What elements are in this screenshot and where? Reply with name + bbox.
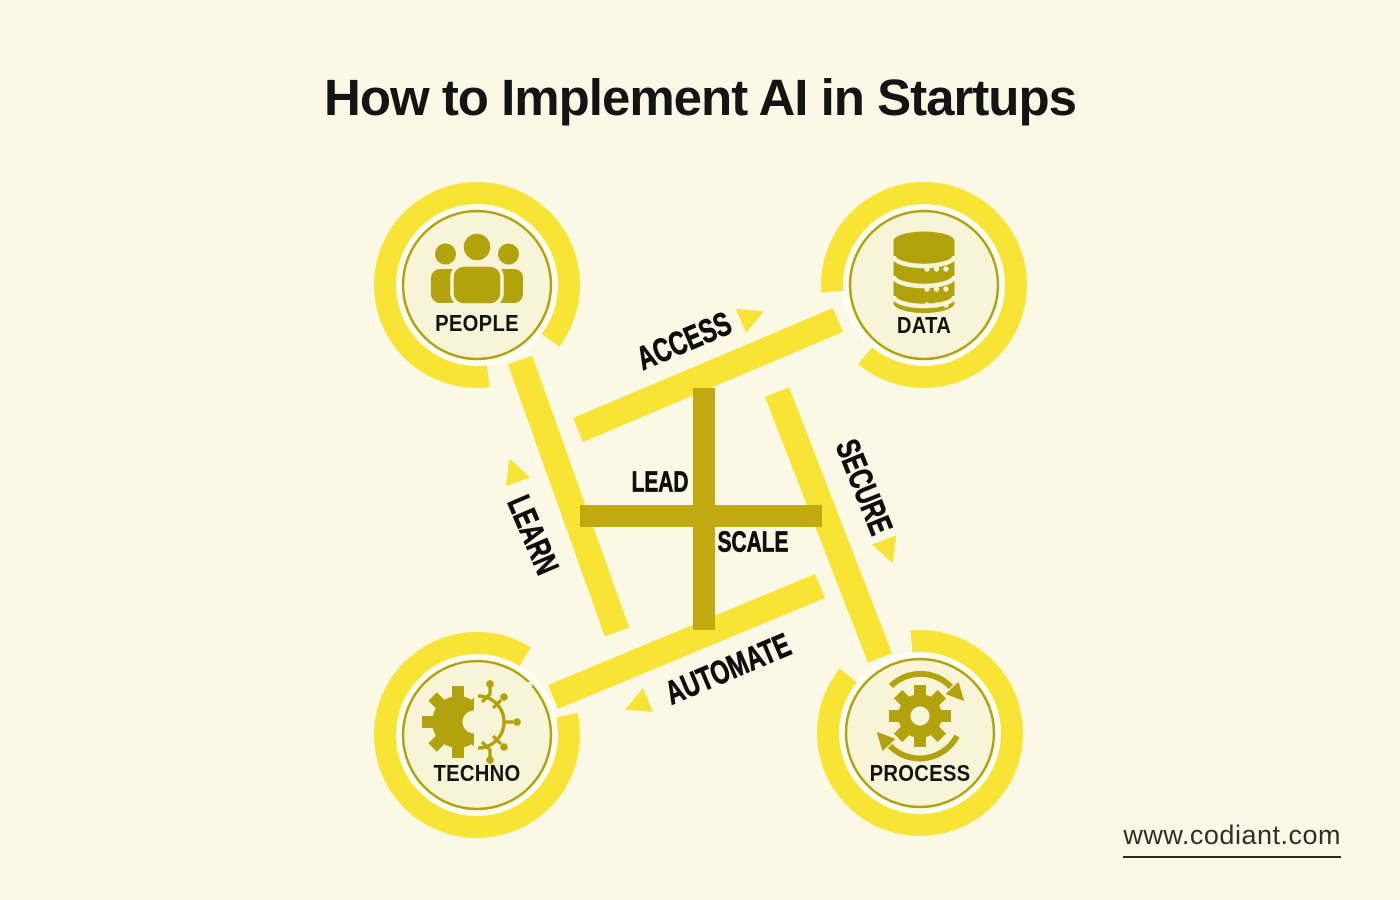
lead-scale-cross-icon — [580, 388, 822, 630]
center-label-lead: LEAD — [631, 466, 689, 499]
node-techno — [374, 632, 580, 838]
secure-connector-line — [764, 387, 893, 663]
secure-arrow-icon — [871, 535, 897, 564]
website-link[interactable]: www.codiant.com — [1123, 820, 1341, 858]
node-label-data: DATA — [896, 312, 952, 338]
center-label-scale: SCALE — [717, 526, 789, 559]
node-label-process: PROCESS — [869, 760, 971, 786]
gear-circuit-icon — [422, 680, 532, 764]
access-arrow-icon — [735, 309, 765, 333]
process-ring — [817, 630, 1023, 836]
page-title: How to Implement AI in Startups — [324, 69, 1077, 126]
automate-arrow-icon — [624, 688, 654, 712]
access-connector-line — [572, 308, 844, 442]
people-ring — [374, 182, 580, 388]
node-people — [374, 182, 580, 388]
techno-ring — [374, 632, 580, 838]
automate-connector-line — [548, 573, 825, 710]
people-group-icon — [431, 230, 523, 307]
node-process — [817, 630, 1023, 836]
node-label-techno: TECHNO — [433, 760, 521, 786]
data-ring — [821, 182, 1027, 388]
node-label-people: PEOPLE — [435, 310, 519, 336]
learn-arrow-icon — [505, 458, 531, 487]
gear-refresh-icon — [876, 670, 965, 762]
learn-connector-line — [507, 355, 630, 637]
database-icon — [891, 231, 957, 313]
node-data — [821, 182, 1027, 388]
cross-horizontal-bar — [580, 505, 822, 527]
